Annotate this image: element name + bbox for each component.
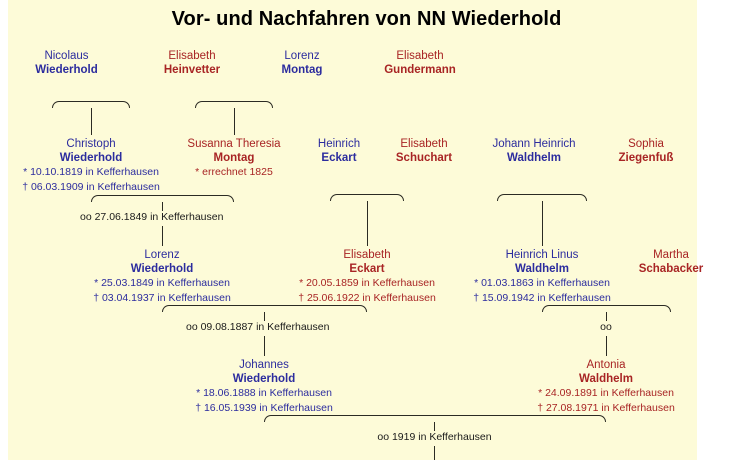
person-given-name: Nicolaus xyxy=(44,50,89,62)
person-death: † 03.04.1937 in Kefferhausen xyxy=(93,291,231,304)
person-surname: Waldhelm xyxy=(515,263,569,276)
brace-nicolaus-elisabeth xyxy=(52,101,130,108)
stem-to-johannes xyxy=(264,336,265,356)
brace-johann-sophia xyxy=(497,194,587,201)
person-given-name: Johannes xyxy=(239,359,289,371)
person-birth: * 01.03.1863 in Kefferhausen xyxy=(474,277,610,290)
stem-to-christoph xyxy=(91,108,92,135)
person-given-name: Elisabeth xyxy=(400,138,448,150)
stem-to-marriage-4 xyxy=(434,422,435,431)
brace-christoph-susanna xyxy=(91,195,234,202)
marriage-heinrich-martha: oo xyxy=(600,321,612,333)
brace-heinrich-martha xyxy=(542,305,671,312)
person-death: † 25.06.1922 in Kefferhausen xyxy=(298,291,436,304)
person-death: † 06.03.1909 in Kefferhausen xyxy=(22,180,160,193)
person-johann-heinrich-waldhelm: Johann Heinrich Waldhelm xyxy=(470,138,598,165)
stem-to-marriage-3 xyxy=(606,312,607,321)
person-given-name: Lorenz xyxy=(144,249,180,261)
person-surname: Schabacker xyxy=(638,263,704,276)
person-surname: Waldhelm xyxy=(507,152,561,165)
brace-johannes-antonia xyxy=(264,415,606,422)
person-birth: * 24.09.1891 in Kefferhausen xyxy=(538,387,674,400)
brace-lorenz-elisabeth-eckart xyxy=(162,305,367,312)
person-birth: * 20.05.1859 in Kefferhausen xyxy=(299,277,435,290)
person-surname: Wiederhold xyxy=(59,152,123,165)
person-surname: Eckart xyxy=(349,263,385,276)
person-given-name: Antonia xyxy=(586,359,626,371)
person-johannes-wiederhold: Johannes Wiederhold * 18.06.1888 in Keff… xyxy=(183,359,345,415)
person-surname: Eckart xyxy=(321,152,357,165)
stem-to-lorenz xyxy=(162,226,163,246)
person-death: † 16.05.1939 in Kefferhausen xyxy=(195,401,333,414)
person-elisabeth-heinvetter: Elisabeth Heinvetter xyxy=(133,50,251,77)
person-elisabeth-eckart: Elisabeth Eckart * 20.05.1859 in Kefferh… xyxy=(286,249,448,305)
person-given-name: Elisabeth xyxy=(168,50,216,62)
person-surname: Wiederhold xyxy=(130,263,194,276)
person-heinrich-linus-waldhelm: Heinrich Linus Waldhelm * 01.03.1863 in … xyxy=(461,249,623,305)
person-surname: Heinvetter xyxy=(163,64,221,77)
person-antonia-waldhelm: Antonia Waldhelm * 24.09.1891 in Kefferh… xyxy=(525,359,687,415)
stem-to-elisabeth-eckart xyxy=(367,201,368,246)
person-given-name: Johann Heinrich xyxy=(492,138,576,150)
person-surname: Montag xyxy=(213,152,255,165)
person-lorenz-wiederhold: Lorenz Wiederhold * 25.03.1849 in Keffer… xyxy=(81,249,243,305)
person-surname: Wiederhold xyxy=(232,373,296,386)
stem-to-marriage-2 xyxy=(264,312,265,321)
person-death: † 15.09.1942 in Kefferhausen xyxy=(473,291,611,304)
person-given-name: Susanna Theresia xyxy=(187,138,281,150)
stem-to-heinrich-linus xyxy=(542,201,543,246)
marriage-johannes-antonia: oo 1919 in Kefferhausen xyxy=(377,431,492,443)
person-birth: * 25.03.1849 in Kefferhausen xyxy=(94,277,230,290)
page-title: Vor- und Nachfahren von NN Wiederhold xyxy=(171,8,562,30)
person-given-name: Christoph xyxy=(66,138,116,150)
person-given-name: Sophia xyxy=(628,138,664,150)
person-lorenz-montag: Lorenz Montag xyxy=(251,50,353,77)
person-given-name: Heinrich xyxy=(317,138,361,150)
marriage-christoph-susanna: oo 27.06.1849 in Kefferhausen xyxy=(80,211,224,223)
person-death: † 27.08.1971 in Kefferhausen xyxy=(537,401,675,414)
person-birth: * 18.06.1888 in Kefferhausen xyxy=(196,387,332,400)
person-given-name: Lorenz xyxy=(284,50,320,62)
person-given-name: Heinrich Linus xyxy=(505,249,579,261)
brace-heinrich-elisabeth xyxy=(330,194,404,201)
stem-to-antonia xyxy=(606,336,607,356)
person-surname: Waldhelm xyxy=(579,373,633,386)
person-christoph-wiederhold: Christoph Wiederhold * 10.10.1819 in Kef… xyxy=(10,138,172,194)
genealogy-canvas: Vor- und Nachfahren von NN Wiederhold Ni… xyxy=(8,0,703,460)
person-heinrich-eckart: Heinrich Eckart xyxy=(300,138,378,165)
person-surname: Wiederhold xyxy=(35,64,98,77)
person-birth: * errechnet 1825 xyxy=(195,166,273,179)
person-surname: Montag xyxy=(281,64,323,77)
person-given-name: Martha xyxy=(653,249,689,261)
person-nicolaus-wiederhold: Nicolaus Wiederhold xyxy=(0,50,133,77)
person-given-name: Elisabeth xyxy=(343,249,391,261)
stem-to-marriage-1 xyxy=(162,202,163,211)
brace-lorenz-elisabeth xyxy=(195,101,273,108)
stem-to-child xyxy=(434,446,435,460)
person-surname: Gundermann xyxy=(384,64,456,77)
person-sophia-ziegenfuss: Sophia Ziegenfuß xyxy=(598,138,694,165)
person-martha-schabacker: Martha Schabacker xyxy=(616,249,726,276)
person-elisabeth-gundermann: Elisabeth Gundermann xyxy=(353,50,487,77)
person-elisabeth-schuchart: Elisabeth Schuchart xyxy=(378,138,470,165)
person-birth: * 10.10.1819 in Kefferhausen xyxy=(23,166,159,179)
marriage-lorenz-elisabeth: oo 09.08.1887 in Kefferhausen xyxy=(186,321,330,333)
person-given-name: Elisabeth xyxy=(396,50,444,62)
person-susanna-theresia-montag: Susanna Theresia Montag * errechnet 1825 xyxy=(166,138,302,180)
person-surname: Schuchart xyxy=(395,152,453,165)
stem-to-susanna xyxy=(234,108,235,135)
person-surname: Ziegenfuß xyxy=(618,152,674,165)
